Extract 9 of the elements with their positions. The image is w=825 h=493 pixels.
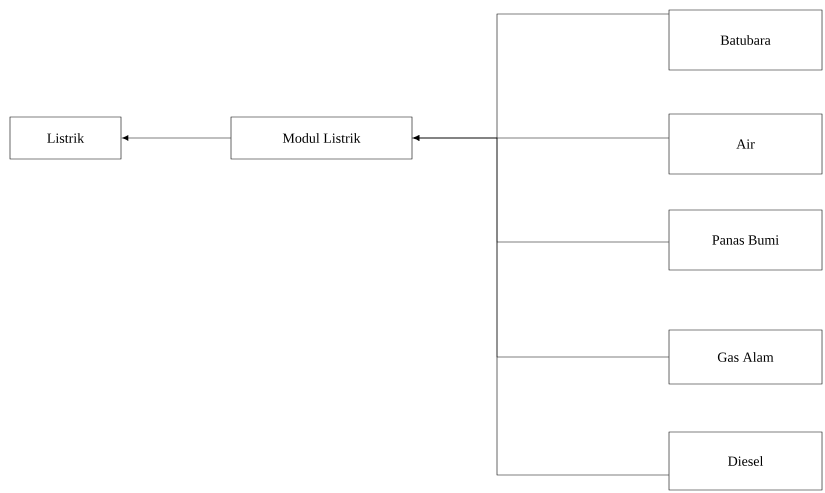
process-box: Listrik	[10, 116, 122, 160]
process-box: Panas Bumi	[668, 210, 822, 270]
process-box: Gas Alam	[668, 330, 822, 384]
process-box: Diesel	[668, 432, 822, 490]
arrow	[413, 135, 669, 476]
arrow	[122, 135, 231, 141]
process-box: Modul Listrik	[230, 116, 412, 160]
process-box: Air	[668, 114, 822, 174]
process-box: Batubara	[668, 10, 822, 70]
